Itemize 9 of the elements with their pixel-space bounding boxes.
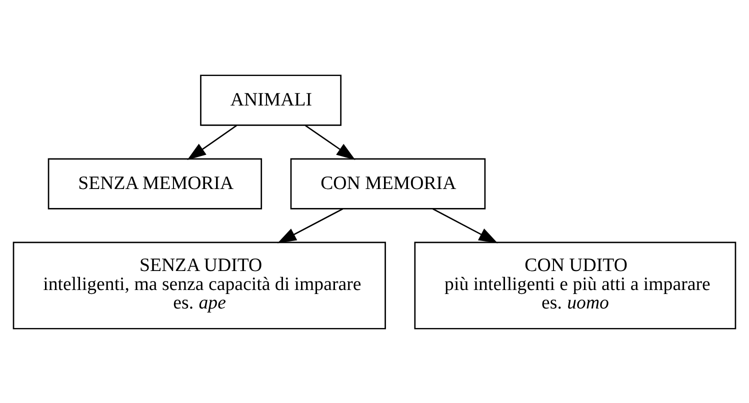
node-box: SENZA UDITO intelligenti, ma senza capacità di imparare es. ape [12, 241, 386, 329]
arrow [187, 124, 238, 160]
node-box: SENZA MEMORIA [48, 158, 262, 209]
arrow [277, 208, 344, 243]
arrow [304, 124, 356, 160]
node-box: CON MEMORIA [290, 158, 486, 209]
node-box: ANIMALI [200, 74, 342, 126]
arrow [432, 208, 498, 243]
node-box: CON UDITO più intelligenti e più atti a imparare es. uomo [414, 241, 736, 329]
